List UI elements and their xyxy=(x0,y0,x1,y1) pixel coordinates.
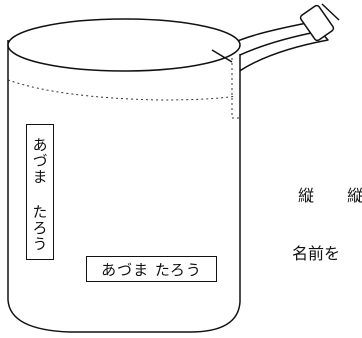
side-seam xyxy=(231,58,240,119)
bag-body xyxy=(7,40,241,333)
name-label-vertical-text: あづま たろう xyxy=(30,137,49,252)
fold-line xyxy=(7,79,237,101)
bag-opening xyxy=(7,18,241,72)
name-label-horizontal-text: あづま たろう xyxy=(101,260,202,279)
name-label-vertical: あづま たろう xyxy=(26,124,54,260)
name-label-horizontal: あづま たろう xyxy=(86,256,217,282)
instruction-text-1: 縦 縦 xyxy=(298,186,362,205)
instruction-text-2: 名前を xyxy=(292,244,341,263)
strap-end xyxy=(299,3,340,42)
